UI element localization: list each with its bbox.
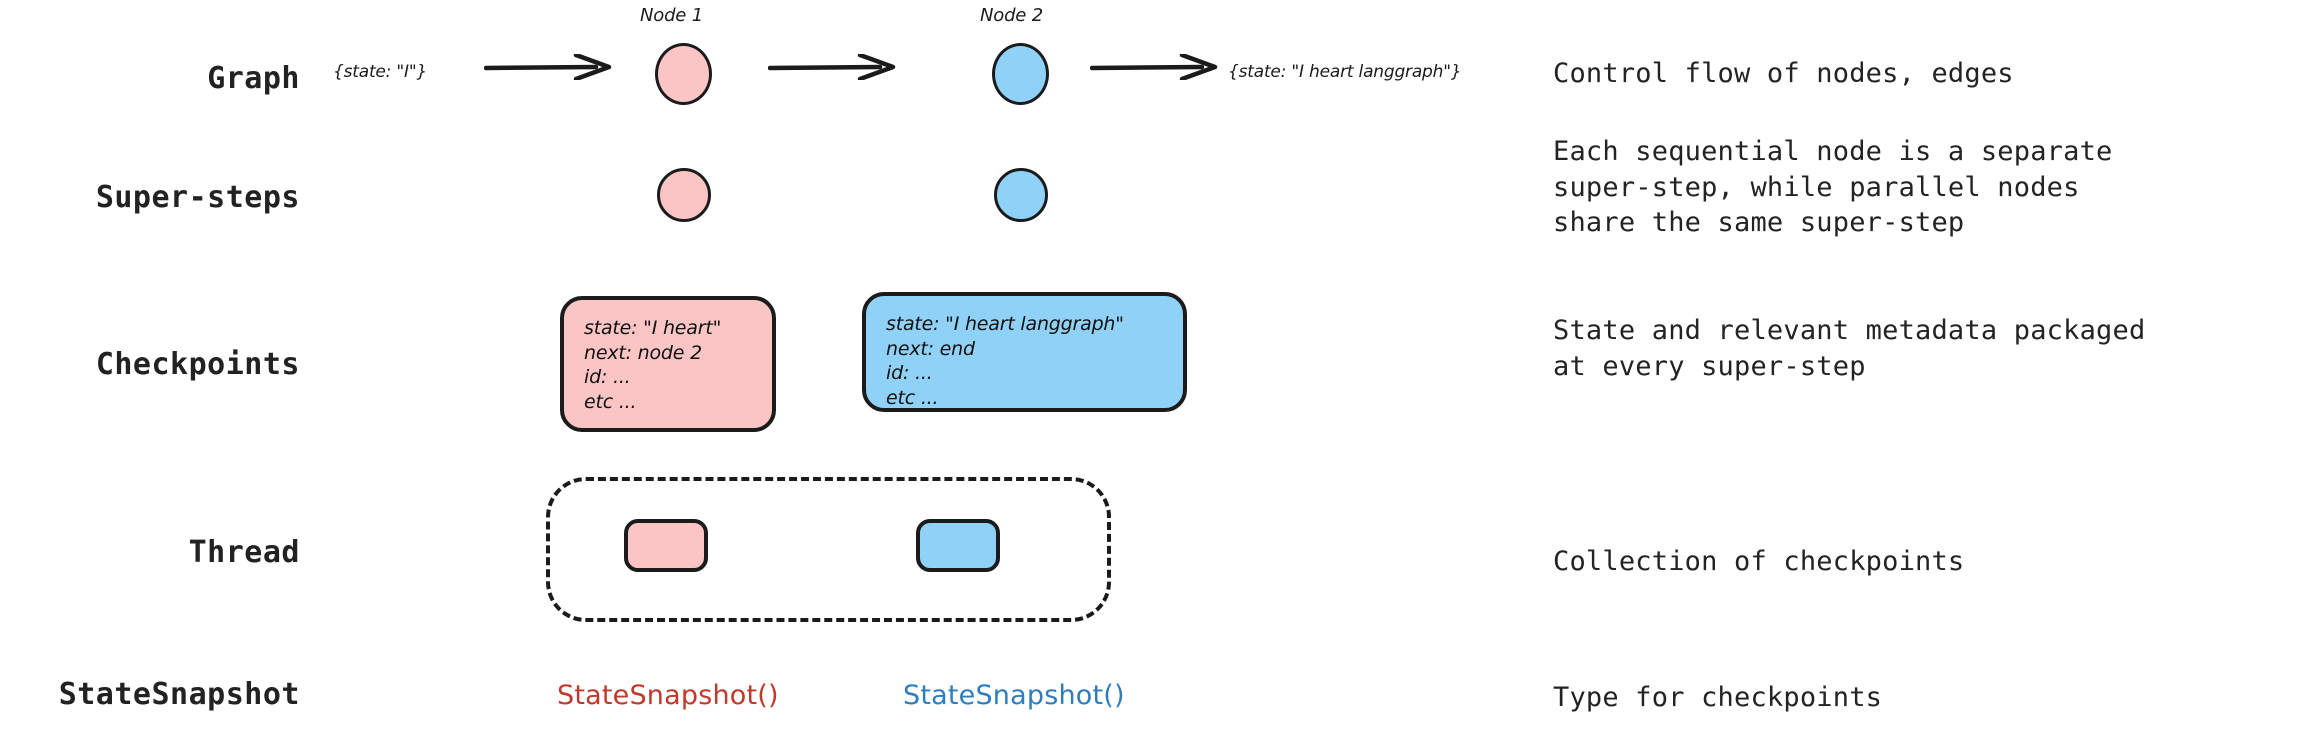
row-label-statesnapshot: StateSnapshot xyxy=(58,677,300,712)
thread-container xyxy=(546,477,1111,622)
super-step-node-1 xyxy=(657,168,711,222)
checkpoint-line: next: end xyxy=(886,337,975,360)
checkpoint-line: state: "I heart" xyxy=(584,317,722,339)
checkpoint-line: state: "I heart langgraph" xyxy=(886,313,1124,335)
checkpoint-line: id: ... xyxy=(886,362,933,385)
row-label-checkpoints: Checkpoints xyxy=(95,347,300,382)
super-step-node-2 xyxy=(994,168,1048,222)
row-label-graph: Graph xyxy=(207,61,300,96)
checkpoint-card-blue: state: "I heart langgraph" next: end id:… xyxy=(862,292,1187,412)
checkpoint-line: etc ... xyxy=(584,391,637,414)
start-state-annotation: {state: "I"} xyxy=(333,62,428,82)
checkpoint-card-pink: state: "I heart" next: node 2 id: ... et… xyxy=(560,296,776,432)
description-checkpoints: State and relevant metadata packaged at … xyxy=(1553,315,2146,382)
thread-checkpoint-pink xyxy=(624,519,708,572)
description-super-steps: Each sequential node is a separate super… xyxy=(1553,136,2113,239)
description-statesnapshot: Type for checkpoints xyxy=(1553,682,1883,713)
checkpoint-line: etc ... xyxy=(886,387,939,410)
end-state-annotation: {state: "I heart langgraph"} xyxy=(1228,62,1462,82)
graph-node-2 xyxy=(992,43,1049,105)
statesnapshot-label-pink: StateSnapshot() xyxy=(557,680,779,711)
graph-node-1 xyxy=(655,43,712,105)
row-label-super-steps: Super-steps xyxy=(95,180,300,215)
arrow-1-icon xyxy=(483,52,614,82)
thread-checkpoint-blue xyxy=(916,519,1000,572)
row-label-thread: Thread xyxy=(188,535,300,570)
checkpoint-line: next: node 2 xyxy=(584,341,703,364)
description-thread: Collection of checkpoints xyxy=(1553,546,1965,577)
arrow-2-icon xyxy=(767,52,898,82)
node-1-caption: Node 1 xyxy=(640,5,703,26)
node-2-caption: Node 2 xyxy=(980,5,1043,26)
checkpoint-line: id: ... xyxy=(584,366,631,389)
statesnapshot-label-blue: StateSnapshot() xyxy=(903,680,1125,711)
description-graph: Control flow of nodes, edges xyxy=(1553,58,2014,89)
arrow-3-icon xyxy=(1089,52,1220,82)
